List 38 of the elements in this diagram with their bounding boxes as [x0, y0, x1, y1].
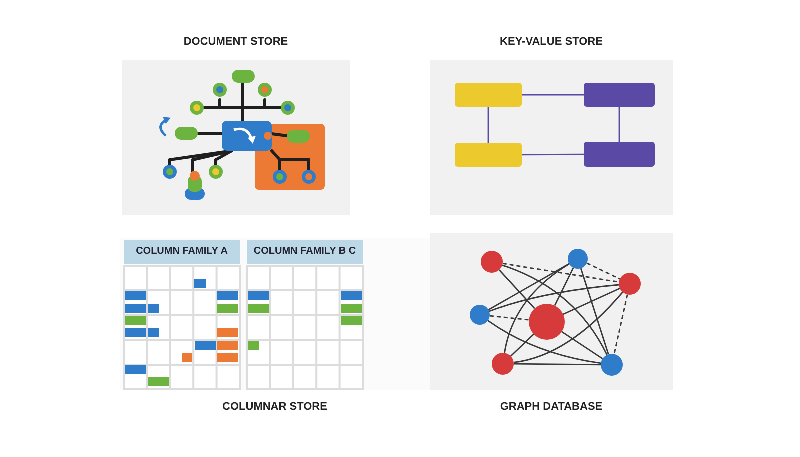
value-block [584, 83, 655, 107]
connector-line [510, 334, 534, 357]
connector-line [490, 315, 530, 321]
graph-node-circle [492, 353, 514, 375]
panel-heading: DOCUMENT STORE [184, 36, 288, 48]
connector-line [562, 331, 604, 360]
connector-line [514, 363, 601, 366]
connector-line [618, 107, 620, 142]
value-block [584, 142, 655, 167]
graph-node-circle [481, 251, 503, 273]
graph-node-circle [619, 273, 641, 295]
connector-line [489, 284, 620, 312]
connector-line [586, 262, 620, 280]
table-header: COLUMN FAMILY B C [247, 240, 363, 264]
connector-line [504, 264, 570, 354]
connector-line [514, 292, 624, 364]
connector-line [502, 263, 620, 283]
connector-line [502, 264, 608, 356]
key-block [455, 143, 522, 167]
graph-node-circle [529, 304, 565, 340]
graph-node-circle [568, 249, 588, 269]
graph-node-circle [470, 305, 490, 325]
connector-line [488, 263, 570, 311]
connector-line [554, 268, 574, 306]
connector-line [614, 294, 628, 354]
connector-line [522, 94, 584, 96]
panel-heading: GRAPH DATABASE [500, 401, 603, 413]
connector-line [580, 268, 610, 355]
key-block [455, 83, 522, 107]
connector-line [488, 107, 490, 143]
panel-heading: COLUMNAR STORE [222, 401, 328, 413]
panel-heading: KEY-VALUE STORE [500, 36, 603, 48]
graph-node-circle [601, 354, 623, 376]
connector-line [522, 154, 584, 156]
connector-line [488, 320, 602, 364]
connector-line [498, 270, 536, 310]
table-header: COLUMN FAMILY A [124, 240, 240, 264]
connector-line [563, 288, 620, 316]
